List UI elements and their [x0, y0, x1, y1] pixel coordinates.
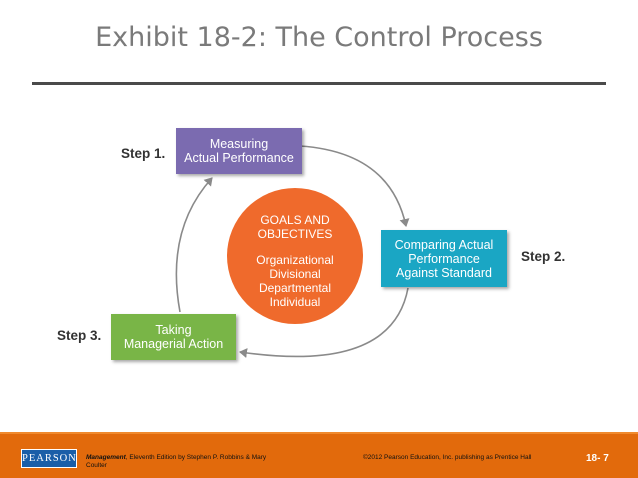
circle-levels: Organizational Divisional Departmental I… — [227, 253, 363, 309]
arrow-step2-to-step3 — [239, 287, 409, 358]
box-line: Managerial Action — [123, 337, 224, 351]
goals-objectives-circle: GOALS AND OBJECTIVES Organizational Divi… — [227, 188, 363, 324]
level-item: Organizational — [256, 253, 334, 267]
step1-label: Step 1. — [121, 146, 166, 161]
box-line: Comparing Actual — [394, 237, 494, 252]
book-credit: Management, Eleventh Edition by Stephen … — [86, 454, 276, 470]
box-line: Measuring — [209, 137, 269, 151]
footer-highlight — [0, 432, 638, 434]
arrow-step3-to-step1 — [175, 177, 213, 313]
step2-label: Step 2. — [521, 249, 566, 264]
circle-heading-line: OBJECTIVES — [257, 227, 333, 241]
box-taking-action: Taking Managerial Action — [111, 314, 236, 360]
box-line: Performance — [408, 251, 480, 266]
book-title: Management — [86, 454, 126, 461]
copyright-notice: ©2012 Pearson Education, Inc. publishing… — [363, 454, 532, 461]
level-item: Divisional — [269, 267, 321, 281]
circle-heading-line: GOALS AND — [260, 213, 330, 227]
slide-title: Exhibit 18-2: The Control Process — [95, 22, 543, 53]
box-line: Taking — [155, 323, 192, 337]
circle-heading: GOALS AND OBJECTIVES — [227, 213, 363, 241]
page-number: 18- 7 — [586, 453, 609, 464]
step3-label: Step 3. — [57, 328, 102, 343]
box-comparing-performance: Comparing Actual Performance Against Sta… — [381, 230, 507, 287]
box-line: Against Standard — [396, 265, 492, 280]
box-line: Actual Performance — [184, 151, 294, 165]
box-measuring-performance: Measuring Actual Performance — [176, 128, 302, 174]
level-item: Individual — [269, 295, 321, 309]
arrow-step1-to-step2 — [299, 145, 410, 227]
footer-bar — [0, 432, 638, 478]
book-credit-rest: , Eleventh Edition by Stephen P. Robbins… — [86, 454, 267, 469]
title-divider — [32, 82, 606, 85]
pearson-logo: PEARSON — [21, 449, 77, 468]
level-item: Departmental — [258, 281, 332, 295]
